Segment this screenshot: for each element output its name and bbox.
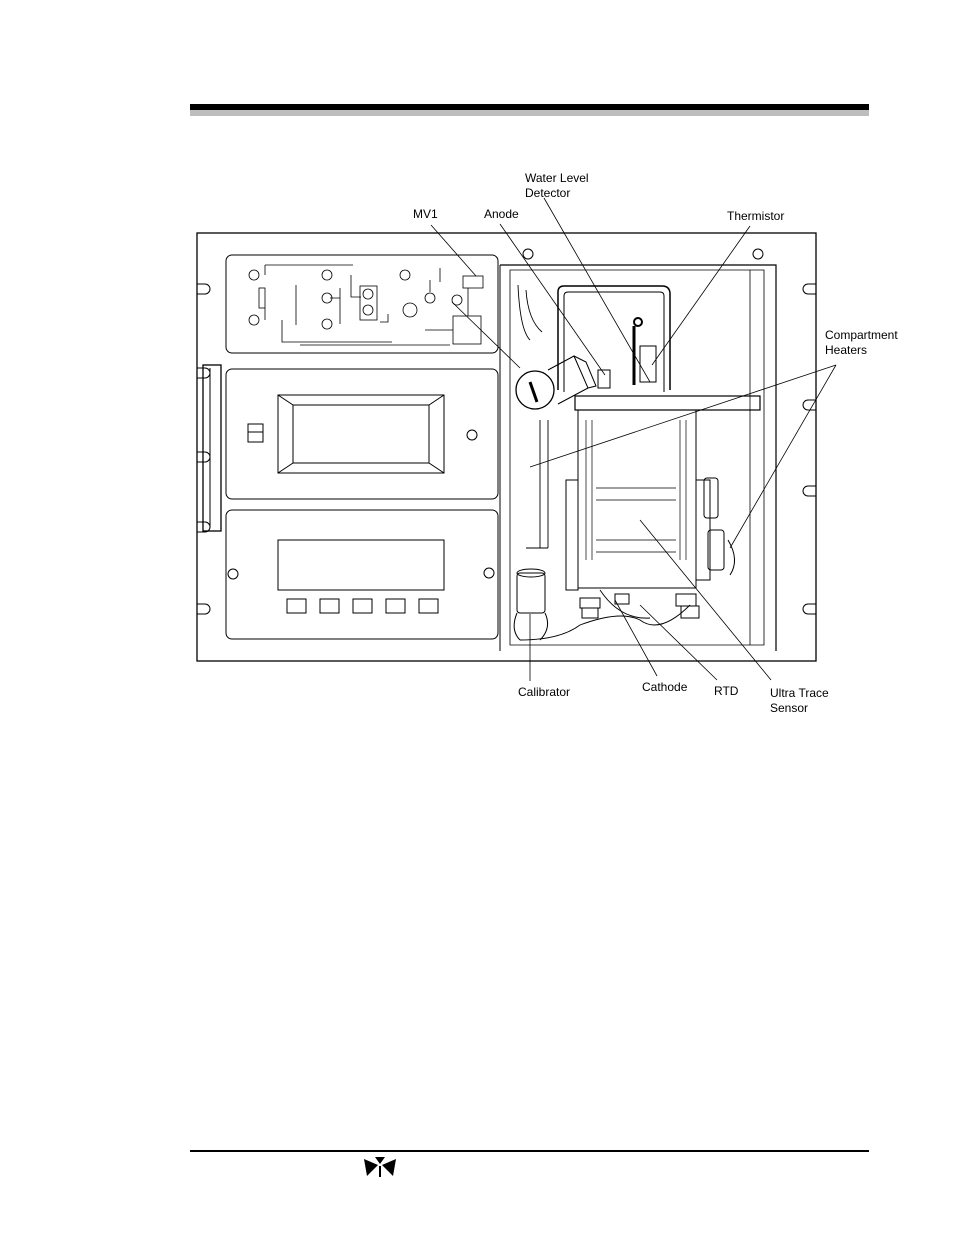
compartment-outline xyxy=(500,264,777,651)
water-level-probe xyxy=(639,345,657,383)
bottom-fittings xyxy=(579,593,700,619)
label-anode: Anode xyxy=(484,207,519,221)
chassis-outline xyxy=(196,232,817,662)
display-window-outer xyxy=(277,394,445,474)
control-key-2 xyxy=(319,598,340,614)
footer-rule xyxy=(190,1150,869,1152)
control-key-5 xyxy=(418,598,439,614)
label-mv1: MV1 xyxy=(413,207,438,221)
header-rule xyxy=(190,104,869,110)
control-panel xyxy=(225,509,499,640)
control-key-4 xyxy=(385,598,406,614)
mv1-valve xyxy=(515,355,597,410)
callout-leaders xyxy=(430,197,837,681)
header-rule-shadow xyxy=(190,110,869,116)
control-key-1 xyxy=(286,598,307,614)
flow-diagram xyxy=(248,264,484,346)
label-thermistor: Thermistor xyxy=(727,209,785,223)
power-switch xyxy=(247,423,264,443)
control-lcd xyxy=(277,539,445,591)
calibrator xyxy=(513,568,549,641)
sensor-top-plate xyxy=(574,395,761,411)
label-rtd: RTD xyxy=(714,684,739,698)
label-calibrator: Calibrator xyxy=(518,685,571,699)
label-ultra-trace-sensor: Ultra Trace Sensor xyxy=(770,686,829,715)
teledyne-logo-icon xyxy=(364,1157,396,1177)
front-handle xyxy=(202,364,222,532)
label-water-level-detector: Water Level Detector xyxy=(525,171,589,200)
control-key-3 xyxy=(352,598,373,614)
display-panel xyxy=(225,368,499,500)
heater-coils xyxy=(585,420,687,560)
anode-tube xyxy=(557,285,671,390)
mounting-slots-right xyxy=(802,283,816,615)
ultra-trace-sensor-body xyxy=(577,409,697,589)
display-window-inner xyxy=(292,404,430,464)
label-cathode: Cathode xyxy=(642,680,688,694)
flow-diagram-panel xyxy=(225,254,499,354)
label-compartment-heaters: Compartment Heaters xyxy=(825,328,898,357)
